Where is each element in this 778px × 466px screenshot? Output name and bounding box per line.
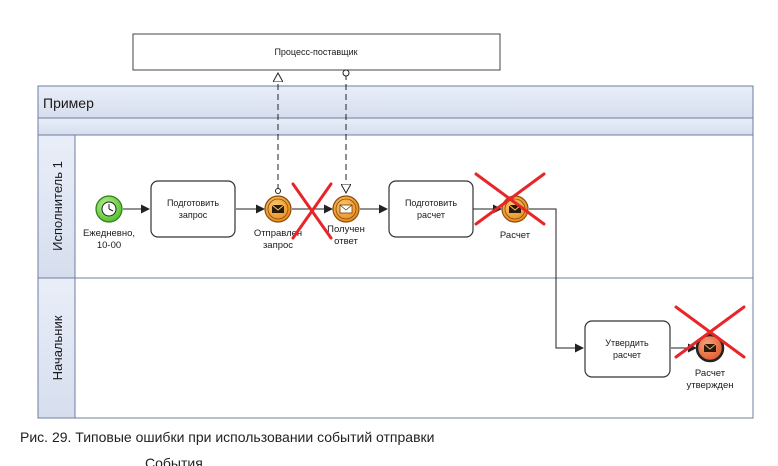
task-prepare-request: Подготовить запрос <box>150 180 236 238</box>
following-text: События <box>145 456 203 466</box>
lane-manager-label: Начальник <box>50 315 65 380</box>
envelope-icon <box>339 204 353 214</box>
event-calc-label: Расчет <box>500 230 531 241</box>
task-prepare-request-line1: Подготовить <box>167 198 219 208</box>
task-prepare-calc-line1: Подготовить <box>405 198 457 208</box>
message-flows <box>276 69 350 194</box>
envelope-icon <box>703 343 717 352</box>
event-sent-request-line1: Отправлен <box>254 228 302 239</box>
envelope-icon <box>271 204 285 213</box>
figure-caption: Рис. 29. Типовые ошибки при использовани… <box>20 429 435 445</box>
event-received-reply-line1: Получен <box>327 224 365 235</box>
task-approve-calc-line2: расчет <box>613 350 641 360</box>
pool-label: Пример <box>43 95 94 111</box>
bpmn-diagram: Процесс-поставщик Пример Исполнитель 1 Н… <box>37 33 754 419</box>
event-sent-request-line2: запрос <box>263 240 293 251</box>
end-event-label-line2: утвержден <box>686 380 733 391</box>
pool-header <box>37 85 754 119</box>
error-cross-sent <box>291 182 333 240</box>
event-received-reply-line2: ответ <box>334 236 358 247</box>
error-cross-approved <box>674 305 746 359</box>
task-approve-calc-line1: Утвердить <box>605 338 649 348</box>
error-marks <box>291 172 746 359</box>
end-event-calc-approved: Расчет утвержден <box>686 333 734 391</box>
start-event-label-line2: 10-00 <box>97 240 121 251</box>
task-prepare-calc: Подготовить расчет <box>388 180 474 238</box>
end-event-label-line1: Расчет <box>695 368 726 379</box>
event-calc: Расчет <box>500 195 531 241</box>
pool-subheader <box>37 117 754 136</box>
task-prepare-request-line2: запрос <box>179 210 208 220</box>
task-prepare-calc-line2: расчет <box>417 210 445 220</box>
error-cross-calc <box>474 172 546 226</box>
event-sent-request: Отправлен запрос <box>254 195 302 251</box>
lane-executor-label: Исполнитель 1 <box>50 161 65 251</box>
start-event-label-line1: Ежедневно, <box>83 228 135 239</box>
external-pool-label: Процесс-поставщик <box>274 47 357 57</box>
flow-calc-to-approve <box>529 208 584 353</box>
external-pool: Процесс-поставщик <box>132 33 501 71</box>
lane-manager-header <box>37 277 76 419</box>
task-approve-calc: Утвердить расчет <box>584 320 671 378</box>
start-timer-event: Ежедневно, 10-00 <box>83 195 135 251</box>
event-received-reply: Получен ответ <box>327 195 365 247</box>
